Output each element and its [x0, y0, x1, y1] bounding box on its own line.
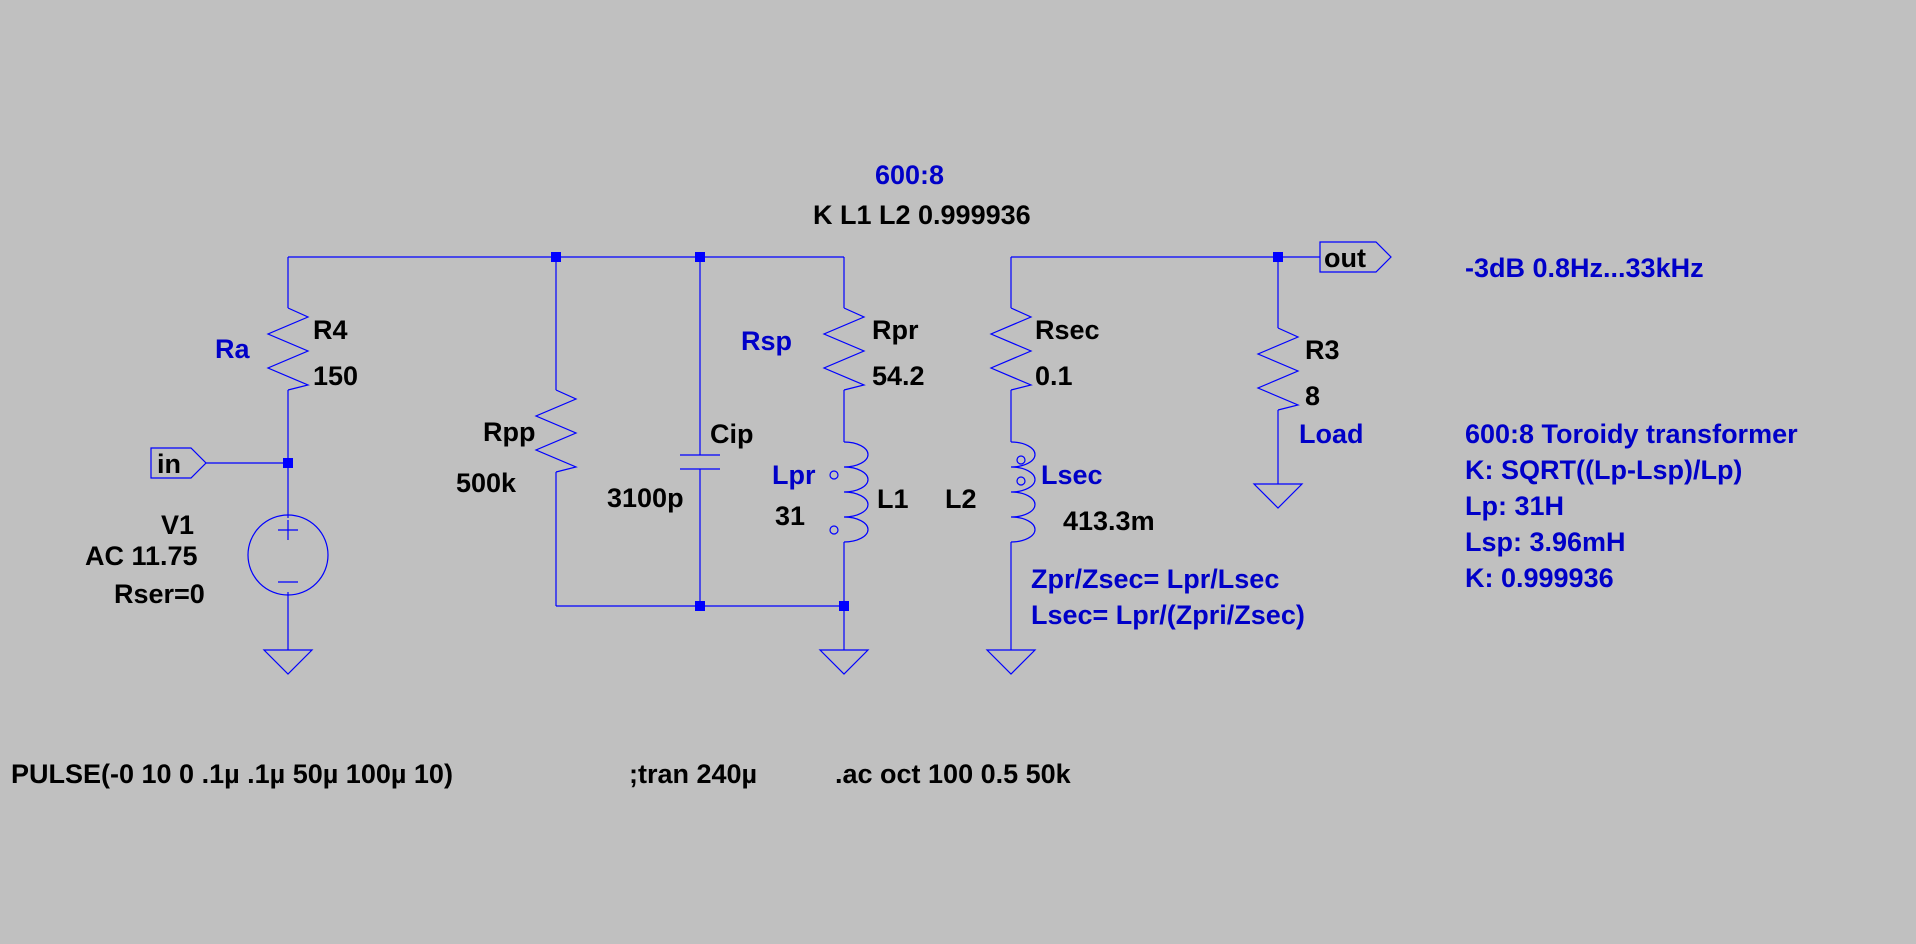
ground-icon[interactable] — [985, 649, 1037, 675]
r4-name: R4 — [313, 315, 348, 345]
ac-directive[interactable]: .ac oct 100 0.5 50k — [835, 759, 1072, 789]
junctions — [283, 252, 1283, 611]
ground-icon[interactable] — [262, 649, 314, 675]
info-note-line: Lsp: 3.96mH — [1465, 527, 1626, 557]
l1-value: 31 — [775, 501, 805, 531]
ground-icon[interactable] — [1252, 483, 1304, 509]
l1-label: Lpr — [772, 460, 816, 490]
junction-dot — [551, 252, 561, 262]
info-note-line: K: 0.999936 — [1465, 563, 1614, 593]
cip-value: 3100p — [607, 483, 684, 513]
resistor-rpr-symbol[interactable] — [822, 307, 866, 391]
voltage-source-v1-symbol[interactable] — [247, 514, 329, 596]
bandwidth-note[interactable]: -3dB 0.8Hz...33kHz — [1465, 253, 1704, 283]
polarity-dot — [829, 525, 839, 535]
port-out[interactable]: out — [1319, 241, 1392, 273]
l2-label: Lsec — [1041, 460, 1103, 490]
wires — [206, 256, 1320, 650]
junction-dot — [1273, 252, 1283, 262]
port-in-label: in — [157, 449, 181, 479]
resistor-rsec-symbol[interactable] — [989, 307, 1033, 391]
formula-note-2[interactable]: Lsec= Lpr/(Zpri/Zsec) — [1031, 600, 1305, 630]
capacitor-cip-symbol[interactable] — [680, 454, 720, 470]
l2-value: 413.3m — [1063, 506, 1155, 536]
rpr-name: Rpr — [872, 315, 919, 345]
polarity-dot — [1016, 476, 1026, 486]
polarity-dot — [1016, 455, 1026, 465]
rpr-label: Rsp — [741, 326, 792, 356]
resistor-r4-symbol[interactable] — [266, 307, 310, 391]
port-out-label: out — [1324, 243, 1366, 273]
junction-dot — [283, 458, 293, 468]
formula-note-1[interactable]: Zpr/Zsec= Lpr/Lsec — [1031, 564, 1279, 594]
source-circle — [247, 514, 329, 596]
port-in-flag — [150, 447, 207, 479]
pulse-directive[interactable]: PULSE(-0 10 0 .1µ .1µ 50µ 100µ 10) — [11, 759, 453, 789]
rsec-name: Rsec — [1035, 315, 1100, 345]
polarity-dot — [829, 470, 839, 480]
port-out-flag — [1319, 241, 1392, 273]
tran-directive[interactable]: ;tran 240µ — [629, 759, 757, 789]
info-note-line: K: SQRT((Lp-Lsp)/Lp) — [1465, 455, 1742, 485]
inductor-l1-symbol[interactable] — [829, 441, 869, 543]
info-note-line: Lp: 31H — [1465, 491, 1564, 521]
v1-value: AC 11.75 — [85, 541, 198, 571]
rpp-value: 500k — [456, 468, 517, 498]
info-note-block[interactable]: 600:8 Toroidy transformer K: SQRT((Lp-Ls… — [1465, 419, 1798, 593]
coil — [1010, 441, 1036, 543]
l2-name: L2 — [945, 484, 977, 514]
junction-dot — [839, 601, 849, 611]
junction-dot — [695, 601, 705, 611]
r3-label: Load — [1299, 419, 1364, 449]
r3-value: 8 — [1305, 381, 1320, 411]
r3-name: R3 — [1305, 335, 1340, 365]
cip-name: Cip — [710, 419, 754, 449]
resistor-r3-symbol[interactable] — [1256, 327, 1300, 411]
ground-icon[interactable] — [818, 649, 870, 675]
coupling-directive[interactable]: K L1 L2 0.999936 — [813, 200, 1031, 230]
v1-name: V1 — [161, 510, 194, 540]
rpp-name: Rpp — [483, 417, 535, 447]
info-note-line: 600:8 Toroidy transformer — [1465, 419, 1798, 449]
v1-param: Rser=0 — [114, 579, 205, 609]
coupling-ratio-label: 600:8 — [875, 160, 944, 190]
r4-label: Ra — [215, 334, 250, 364]
rpr-value: 54.2 — [872, 361, 925, 391]
r4-value: 150 — [313, 361, 358, 391]
junction-dot — [695, 252, 705, 262]
inductor-l2-symbol[interactable] — [1010, 441, 1036, 543]
coil — [843, 441, 869, 543]
rsec-value: 0.1 — [1035, 361, 1073, 391]
port-in[interactable]: in — [150, 447, 207, 479]
resistor-rpp-symbol[interactable] — [534, 389, 578, 473]
l1-name: L1 — [877, 484, 909, 514]
